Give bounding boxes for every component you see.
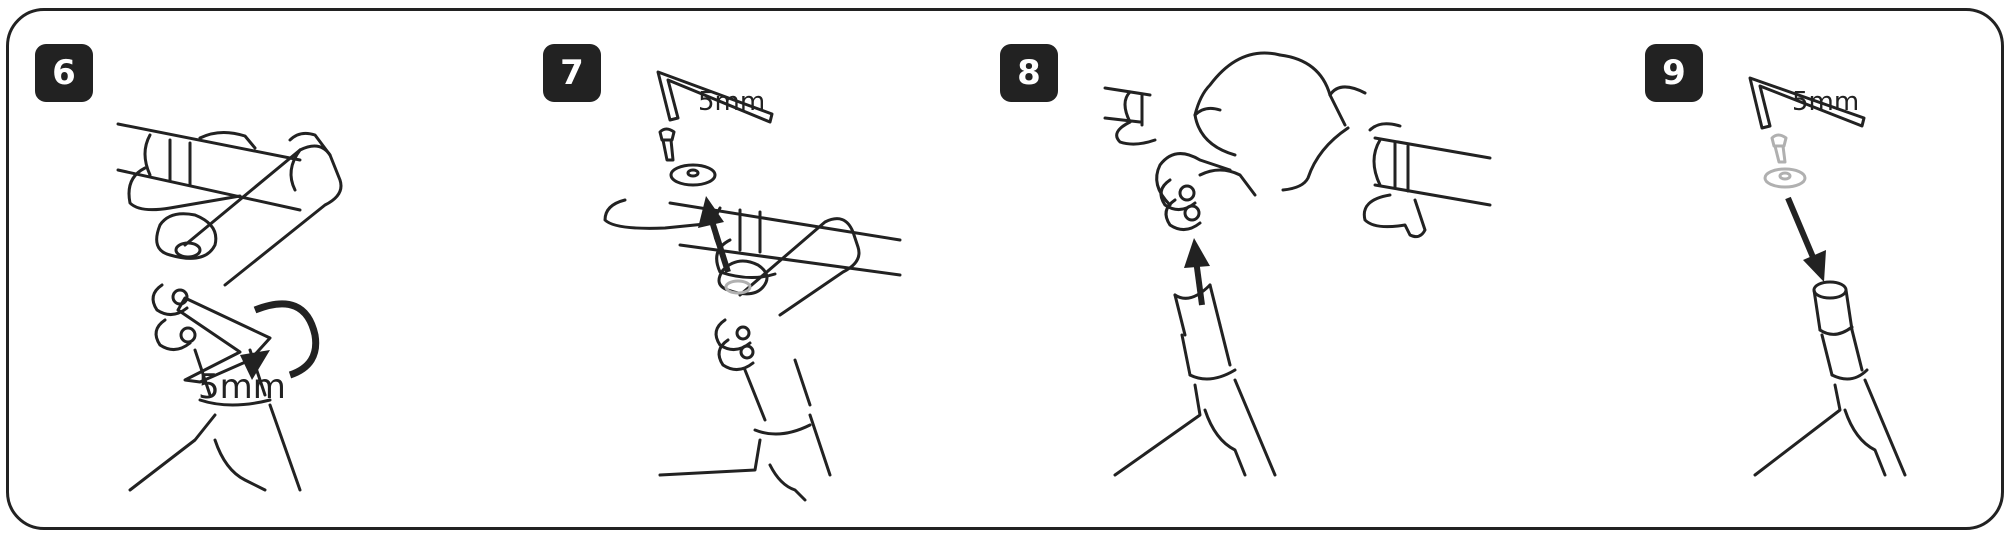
step-7-badge: 7 (543, 44, 601, 102)
step-8-badge: 8 (1000, 44, 1058, 102)
step-9-illustration: 5mm (1748, 76, 1907, 477)
step-6-tool-size-label: 5mm (198, 367, 286, 407)
step-9-tool-size-label: 5mm (1792, 87, 1859, 117)
step-7-tool-size-label: 5mm (698, 87, 765, 117)
step-7-illustration: 5mm (603, 70, 902, 502)
step-6-illustration: 5mm (116, 122, 343, 492)
step-8-illustration (1103, 51, 1492, 477)
step-6-badge: 6 (35, 44, 93, 102)
step-9-badge: 9 (1645, 44, 1703, 102)
